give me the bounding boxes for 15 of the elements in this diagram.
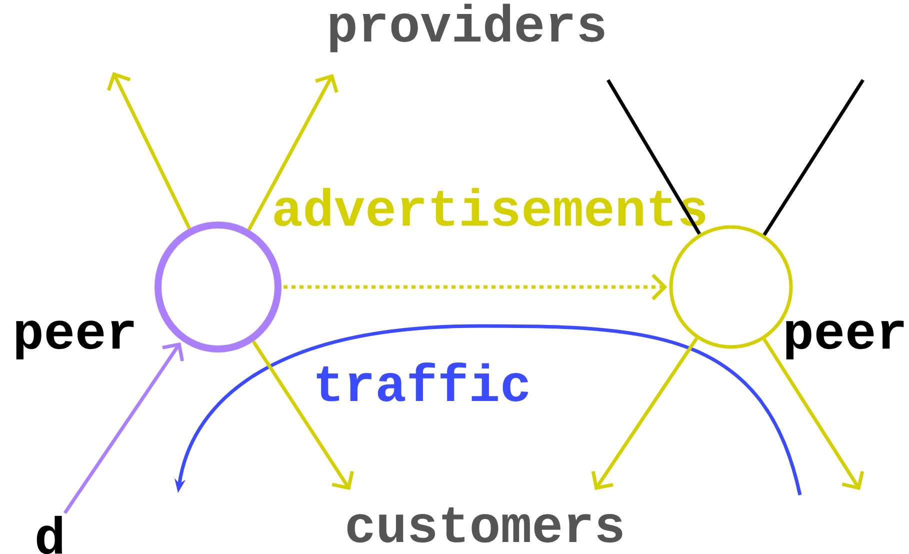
arrow (106, 72, 191, 230)
arrow (63, 342, 184, 514)
arrow (252, 340, 354, 490)
arrow (284, 274, 668, 300)
line (762, 79, 864, 236)
text-label: providers (330, 4, 604, 52)
line (606, 79, 701, 235)
peer-label: peer (16, 320, 134, 360)
peer-label: peer (786, 320, 904, 360)
node-label: d (36, 516, 62, 554)
arrow (762, 338, 864, 490)
text-label: traffic (316, 362, 528, 402)
text-label: customers (347, 507, 622, 543)
arrow (591, 337, 698, 490)
arrow (247, 74, 338, 231)
